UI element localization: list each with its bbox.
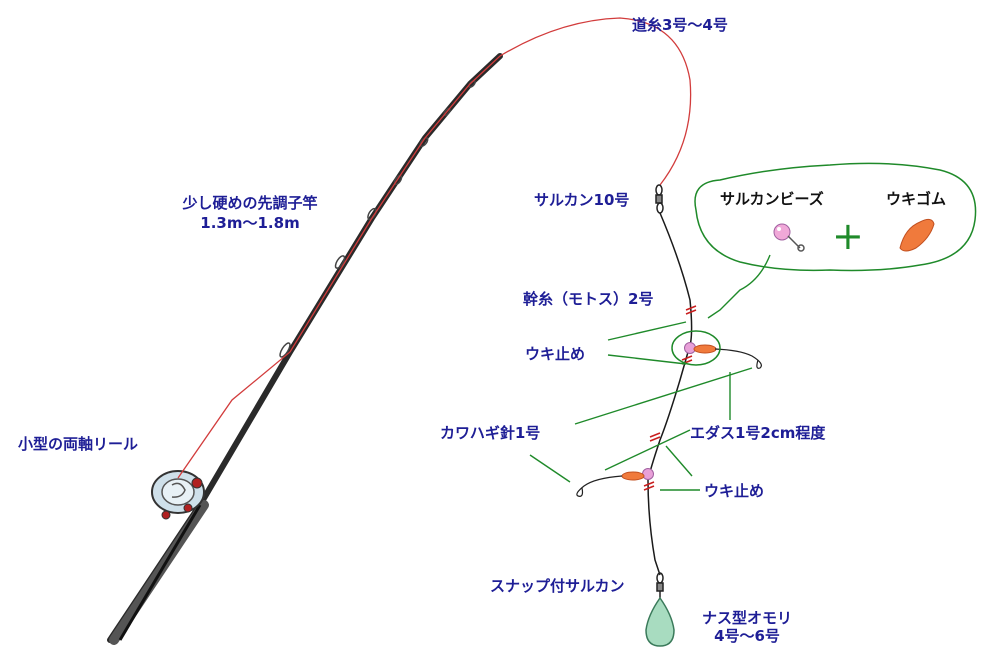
parts-callout-cloud xyxy=(694,162,977,272)
stopper-marks-lower xyxy=(643,432,661,491)
label-sinker-line2: 4号～6号 xyxy=(714,627,780,645)
label-rod-line2: 1.3m～1.8m xyxy=(200,214,300,232)
label-sinker: ナス型オモリ 4号～6号 xyxy=(688,609,806,645)
snap-swivel xyxy=(656,572,664,600)
label-snap-swivel: スナップ付サルカン xyxy=(490,577,625,595)
lower-bead-float xyxy=(576,468,654,497)
main-line xyxy=(177,17,692,479)
label-sinker-line1: ナス型オモリ xyxy=(701,609,792,627)
label-branch-line: エダス1号2cm程度 xyxy=(690,424,826,442)
label-main-line: 道糸3号～4号 xyxy=(632,16,728,34)
label-rod: 少し硬めの先調子竿 1.3m～1.8m xyxy=(150,194,350,232)
stopper-marks-upper xyxy=(681,305,697,365)
plus-symbol: + xyxy=(832,214,864,258)
swivel-bead-icon xyxy=(773,223,805,252)
label-float-rubber: ウキゴム xyxy=(886,190,947,208)
stopper-highlight-ring xyxy=(671,330,721,366)
label-swivel-10: サルカン10号 xyxy=(534,191,630,209)
rod-guides xyxy=(279,80,476,358)
pointer-lines xyxy=(529,254,771,491)
swivel xyxy=(655,184,664,214)
label-stopper-lower: ウキ止め xyxy=(704,482,765,500)
label-rod-line1: 少し硬めの先調子竿 xyxy=(182,194,318,212)
reel xyxy=(151,470,205,520)
label-reel: 小型の両軸リール xyxy=(18,435,139,453)
label-hook: カワハギ針1号 xyxy=(440,424,541,442)
label-swivel-beads: サルカンビーズ xyxy=(720,190,824,208)
rod xyxy=(107,53,503,645)
float-rubber-icon xyxy=(899,218,935,252)
label-mainline-motosu: 幹糸（モトス）2号 xyxy=(523,290,654,308)
leader-line xyxy=(647,212,693,576)
label-stopper-upper: ウキ止め xyxy=(525,345,586,363)
sinker xyxy=(645,596,675,647)
upper-bead-float xyxy=(684,342,762,369)
